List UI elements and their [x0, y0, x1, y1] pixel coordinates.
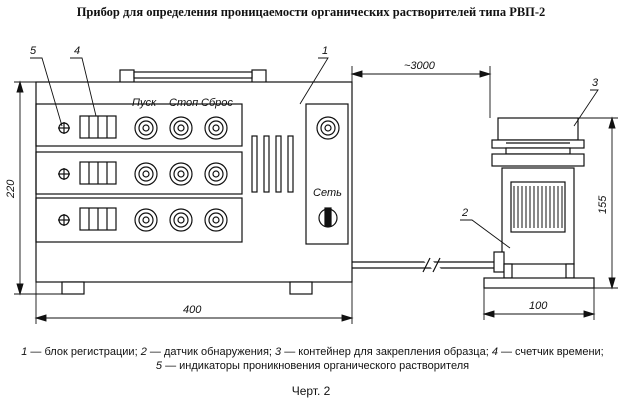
legend-item-2: 2 — датчик обнаружения; [140, 346, 276, 358]
legend-item-3: 3 — контейнер для закрепления образца; [275, 346, 492, 358]
callout-1: 1 [322, 45, 328, 57]
knob-row-1 [134, 116, 228, 140]
detection-sensor [483, 167, 595, 289]
figure-label: Черт. 2 [291, 384, 331, 398]
dim-100: 100 [529, 300, 548, 312]
callout-4: 4 [74, 45, 80, 57]
dim-400: 400 [183, 304, 202, 316]
main-body [35, 81, 353, 283]
legend-caption: 1 — блок регистрации; 2 — датчик обнаруж… [20, 345, 605, 373]
dim-3000: ~3000 [404, 60, 436, 72]
foot-right [289, 281, 313, 295]
callout-3: 3 [592, 77, 599, 89]
sample-container [491, 117, 585, 167]
legend-item-1: 1 — блок регистрации; [21, 346, 141, 358]
control-knobs [134, 116, 228, 232]
knob-row-2 [134, 162, 228, 186]
carry-handle [133, 71, 253, 79]
figure-title: Прибор для определения проницаемости орг… [76, 5, 546, 19]
label-reset: Сброс [201, 97, 233, 109]
dim-155: 155 [597, 195, 609, 214]
knob-row-3 [134, 208, 228, 232]
foot-left [61, 281, 85, 295]
callout-2: 2 [461, 207, 468, 219]
callout-5: 5 [30, 45, 37, 57]
label-power: Сеть [313, 187, 342, 199]
channel-rows [35, 103, 243, 243]
legend-item-4: 4 — счетчик времени; [491, 346, 604, 358]
label-stop: Стоп [169, 97, 198, 109]
label-start: Пуск [132, 97, 157, 109]
power-switch [318, 207, 338, 228]
channel-row-3 [35, 197, 243, 243]
power-panel [305, 103, 349, 245]
cable [352, 255, 495, 275]
registration-block [35, 69, 353, 295]
indicator-lamps [58, 122, 70, 226]
channel-row-2 [35, 151, 243, 195]
legend-item-5: 5 — индикаторы проникновения органическо… [155, 360, 470, 372]
panel-connector [316, 116, 340, 140]
ventilation-slots [251, 135, 294, 193]
channel-row-1 [35, 103, 243, 147]
time-counters [79, 115, 117, 231]
leader-lines [30, 57, 599, 249]
dim-220: 220 [5, 179, 17, 199]
dimension-lines [14, 66, 618, 324]
